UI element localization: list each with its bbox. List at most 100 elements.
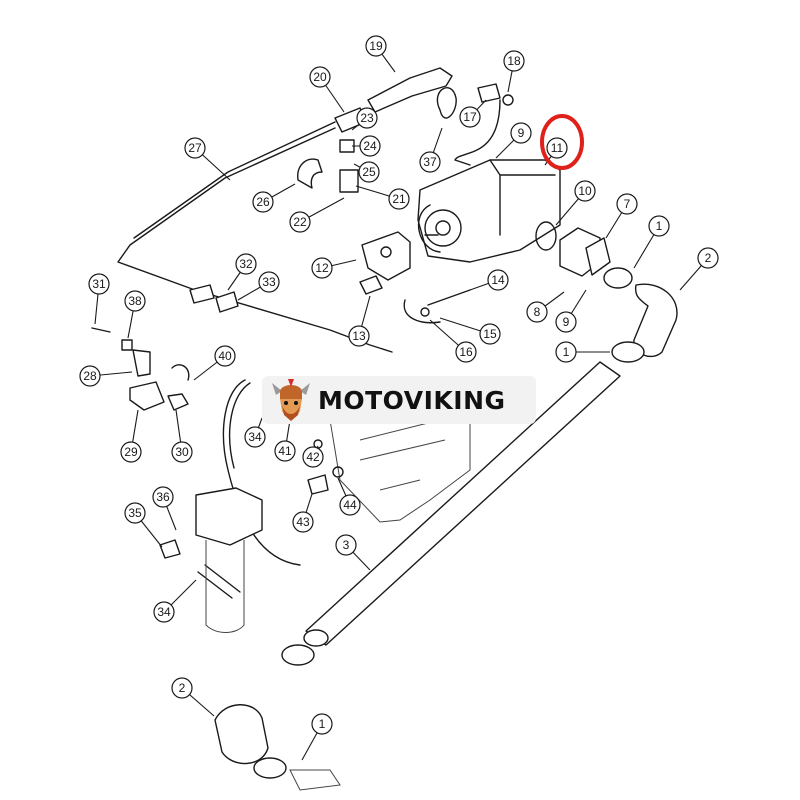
callout-label: 3 — [343, 538, 350, 552]
callout-circle — [258, 271, 280, 293]
clamp-1-lower-a — [281, 644, 315, 666]
fitting-23 — [339, 139, 355, 153]
callout-circle — [171, 677, 193, 699]
viking-logo-icon — [272, 379, 310, 421]
callout-label: 2 — [705, 251, 712, 265]
callout-32: 32 — [227, 253, 257, 291]
callout-12: 12 — [311, 257, 357, 279]
callout-22: 22 — [289, 197, 345, 233]
callout-circle — [419, 151, 441, 173]
callout-30: 30 — [171, 409, 193, 463]
control-valve-detail — [359, 419, 446, 491]
callout-circle — [526, 301, 548, 323]
callout-label: 16 — [459, 345, 473, 359]
callout-43: 43 — [292, 493, 314, 533]
callout-label: 43 — [296, 515, 310, 529]
callout-circle — [459, 106, 481, 128]
callout-8: 8 — [526, 291, 565, 323]
callout-label: 15 — [483, 327, 497, 341]
callout-label: 13 — [352, 329, 366, 343]
callout-circle — [124, 290, 146, 312]
valve-12 — [361, 231, 411, 281]
callout-label: 7 — [624, 197, 631, 211]
fitting-17 — [477, 83, 501, 103]
elbow-26 — [297, 158, 323, 189]
bolt-31 — [91, 327, 111, 333]
callout-circle — [274, 440, 296, 462]
callout-9: 9 — [495, 122, 532, 159]
callout-circle — [88, 273, 110, 295]
pump-shaft — [435, 220, 451, 236]
tube-27-upper — [133, 121, 336, 239]
callout-circle — [487, 269, 509, 291]
callout-label: 35 — [128, 506, 142, 520]
callout-circle — [289, 211, 311, 233]
brand-name: MOTOVIKING — [318, 385, 506, 415]
callout-circle — [455, 341, 477, 363]
callout-label: 25 — [362, 165, 376, 179]
callout-41: 41 — [274, 419, 296, 462]
callout-circle — [120, 441, 142, 463]
hose-34-upper — [222, 379, 301, 566]
hose-19 — [367, 67, 453, 113]
washer-15 — [420, 307, 430, 317]
callout-circle — [311, 713, 333, 735]
callout-16: 16 — [429, 319, 477, 363]
highlight-ring — [540, 114, 584, 170]
fitting-35 — [159, 539, 181, 559]
callout-circle — [152, 486, 174, 508]
callout-circle — [479, 323, 501, 345]
callout-44: 44 — [337, 477, 361, 516]
oring-18 — [502, 94, 514, 106]
callout-circle — [388, 188, 410, 210]
callout-label: 34 — [248, 430, 262, 444]
fitting-43 — [307, 474, 329, 495]
callout-circle — [292, 511, 314, 533]
callout-label: 40 — [218, 349, 232, 363]
callout-36: 36 — [152, 486, 177, 531]
filter-head — [195, 487, 263, 546]
callout-13: 13 — [348, 295, 371, 347]
callout-label: 9 — [518, 126, 525, 140]
callout-38: 38 — [124, 290, 146, 339]
callout-circle — [574, 180, 596, 202]
tube-3-end — [303, 629, 329, 647]
hose-2-lower-ghost — [289, 769, 341, 791]
callout-label: 36 — [156, 490, 170, 504]
oring-44 — [332, 466, 344, 478]
clip-30 — [167, 393, 189, 411]
valve-12-port — [380, 246, 392, 258]
callout-circle — [648, 215, 670, 237]
callout-label: 34 — [157, 605, 171, 619]
hose-37 — [436, 87, 501, 166]
pump-housing — [417, 159, 561, 263]
callout-15: 15 — [439, 317, 501, 345]
callout-26: 26 — [252, 183, 296, 213]
callout-2: 2 — [171, 677, 215, 717]
callout-label: 38 — [128, 294, 142, 308]
callout-10: 10 — [555, 180, 596, 226]
callout-circle — [503, 50, 525, 72]
callout-circle — [555, 341, 577, 363]
callout-label: 9 — [563, 315, 570, 329]
callout-20: 20 — [309, 66, 345, 113]
bracket-29 — [129, 381, 165, 411]
callout-label: 23 — [360, 111, 374, 125]
tube-3 — [305, 361, 621, 646]
callout-3: 3 — [335, 534, 371, 571]
clamp-1-lower-b — [253, 757, 287, 779]
callout-label: 27 — [188, 141, 202, 155]
bracket-28 — [132, 349, 151, 377]
hose-34-lower — [197, 564, 241, 599]
callout-circle — [252, 191, 274, 213]
filter-canister — [205, 540, 245, 633]
callout-27: 27 — [184, 137, 231, 181]
callout-label: 24 — [363, 139, 377, 153]
callout-circle — [153, 601, 175, 623]
callout-circle — [184, 137, 206, 159]
callout-label: 19 — [369, 39, 383, 53]
callout-1: 1 — [301, 713, 333, 761]
callout-33: 33 — [237, 271, 280, 301]
